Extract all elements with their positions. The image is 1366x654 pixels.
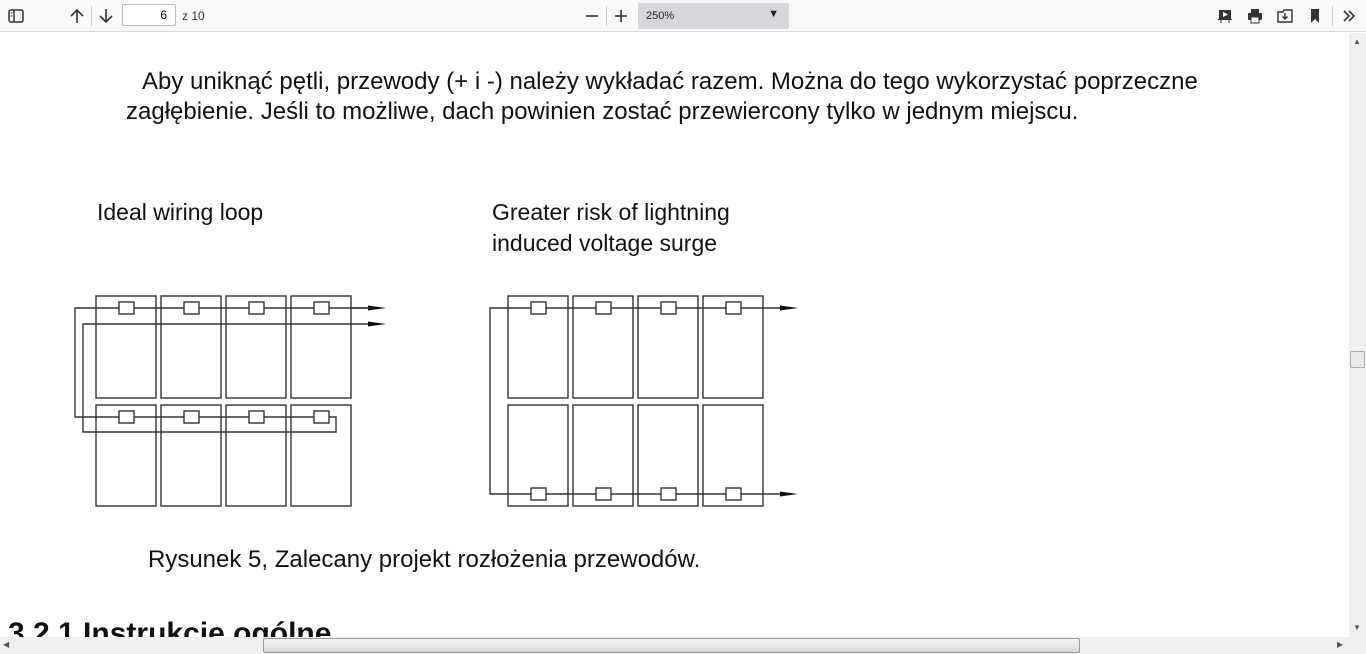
junction-box [660, 301, 677, 315]
zoom-out-button[interactable] [580, 4, 604, 28]
pdf-toolbar: z 10 250% ▼ [0, 0, 1366, 32]
toolbar-divider [91, 6, 92, 26]
junction-box [248, 410, 265, 424]
minus-icon [586, 15, 598, 17]
toolbar-divider [1332, 6, 1333, 26]
wiring-diagrams [74, 295, 798, 507]
next-page-button[interactable] [94, 4, 118, 28]
solar-panel [637, 404, 699, 507]
arrow-head [780, 491, 798, 497]
presentation-mode-button[interactable] [1213, 4, 1237, 28]
solar-panel [290, 295, 352, 399]
save-icon [1277, 9, 1293, 23]
arrow-up-icon [70, 8, 84, 23]
junction-box [313, 301, 330, 315]
print-button[interactable] [1243, 4, 1267, 28]
junction-box [183, 301, 200, 315]
sidebar-toggle-icon [8, 9, 24, 23]
solar-panel [572, 295, 634, 399]
vertical-scroll-thumb[interactable] [1350, 351, 1365, 368]
solar-panel [95, 404, 157, 507]
arrow-head [368, 305, 386, 311]
arrow-down-icon [99, 9, 113, 24]
previous-page-button[interactable] [65, 4, 89, 28]
solar-panel [160, 295, 222, 399]
solar-panel [225, 404, 287, 507]
junction-box [530, 301, 547, 315]
scroll-right-arrow-icon[interactable]: ▶ [1337, 640, 1344, 649]
arrow-head [368, 321, 386, 327]
toolbar-divider [606, 6, 607, 26]
junction-box [313, 410, 330, 424]
sidebar-toggle-button[interactable] [4, 4, 28, 28]
solar-panel [160, 404, 222, 507]
print-icon [1248, 9, 1262, 24]
tools-menu-button[interactable] [1337, 4, 1361, 28]
vertical-scrollbar[interactable]: ▲ ▼ [1349, 33, 1366, 637]
solar-panel [702, 295, 764, 399]
junction-box [248, 301, 265, 315]
solar-panel [507, 404, 569, 507]
solar-panel [507, 295, 569, 399]
solar-panel [290, 404, 352, 507]
junction-box [595, 487, 612, 501]
solar-panel [572, 404, 634, 507]
scroll-up-arrow-icon[interactable]: ▲ [1353, 37, 1361, 46]
junction-box [118, 301, 135, 315]
arrow-head [780, 305, 798, 311]
solar-panel [95, 295, 157, 399]
zoom-select[interactable]: 250% ▼ [638, 3, 789, 29]
paragraph-line: Aby uniknąć pętli, przewody (+ i -) nale… [142, 68, 1198, 95]
junction-box [725, 487, 742, 501]
diagram-title-left: Ideal wiring loop [97, 199, 264, 225]
zoom-in-button[interactable] [609, 4, 633, 28]
figure-caption: Rysunek 5, Zalecany projekt rozłożenia p… [148, 546, 701, 573]
junction-box [530, 487, 547, 501]
zoom-value: 250% [646, 10, 675, 22]
scroll-left-arrow-icon[interactable]: ◀ [3, 640, 10, 649]
bookmark-icon [1311, 9, 1319, 23]
section-heading: 3.2.1 Instrukcje ogólne [8, 617, 332, 637]
page-number-input[interactable] [122, 4, 176, 26]
solar-panel [225, 295, 287, 399]
junction-box [660, 487, 677, 501]
presentation-icon [1218, 10, 1232, 23]
horizontal-scrollbar[interactable]: ◀ ▶ [0, 637, 1349, 654]
double-chevron-right-icon [1343, 10, 1356, 22]
junction-box [183, 410, 200, 424]
horizontal-scroll-thumb[interactable] [263, 638, 1080, 653]
scroll-down-arrow-icon[interactable]: ▼ [1353, 623, 1361, 632]
scrollbar-corner [1349, 637, 1366, 654]
wire [74, 307, 368, 433]
paragraph-line: zagłębienie. Jeśli to możliwe, dach powi… [126, 98, 1079, 125]
solar-panel [702, 404, 764, 507]
pdf-page-viewer: Aby uniknąć pętli, przewody (+ i -) nale… [0, 33, 1349, 637]
diagram-title-right: induced voltage surge [492, 230, 718, 256]
page-count: z 10 [182, 9, 205, 23]
chevron-down-icon: ▼ [768, 8, 779, 20]
junction-box [725, 301, 742, 315]
junction-box [595, 301, 612, 315]
bookmark-button[interactable] [1303, 4, 1327, 28]
solar-panel [637, 295, 699, 399]
junction-box [118, 410, 135, 424]
wire [489, 307, 780, 495]
save-button[interactable] [1273, 4, 1297, 28]
plus-icon [615, 10, 627, 22]
diagram-title-right: Greater risk of lightning [492, 199, 730, 225]
